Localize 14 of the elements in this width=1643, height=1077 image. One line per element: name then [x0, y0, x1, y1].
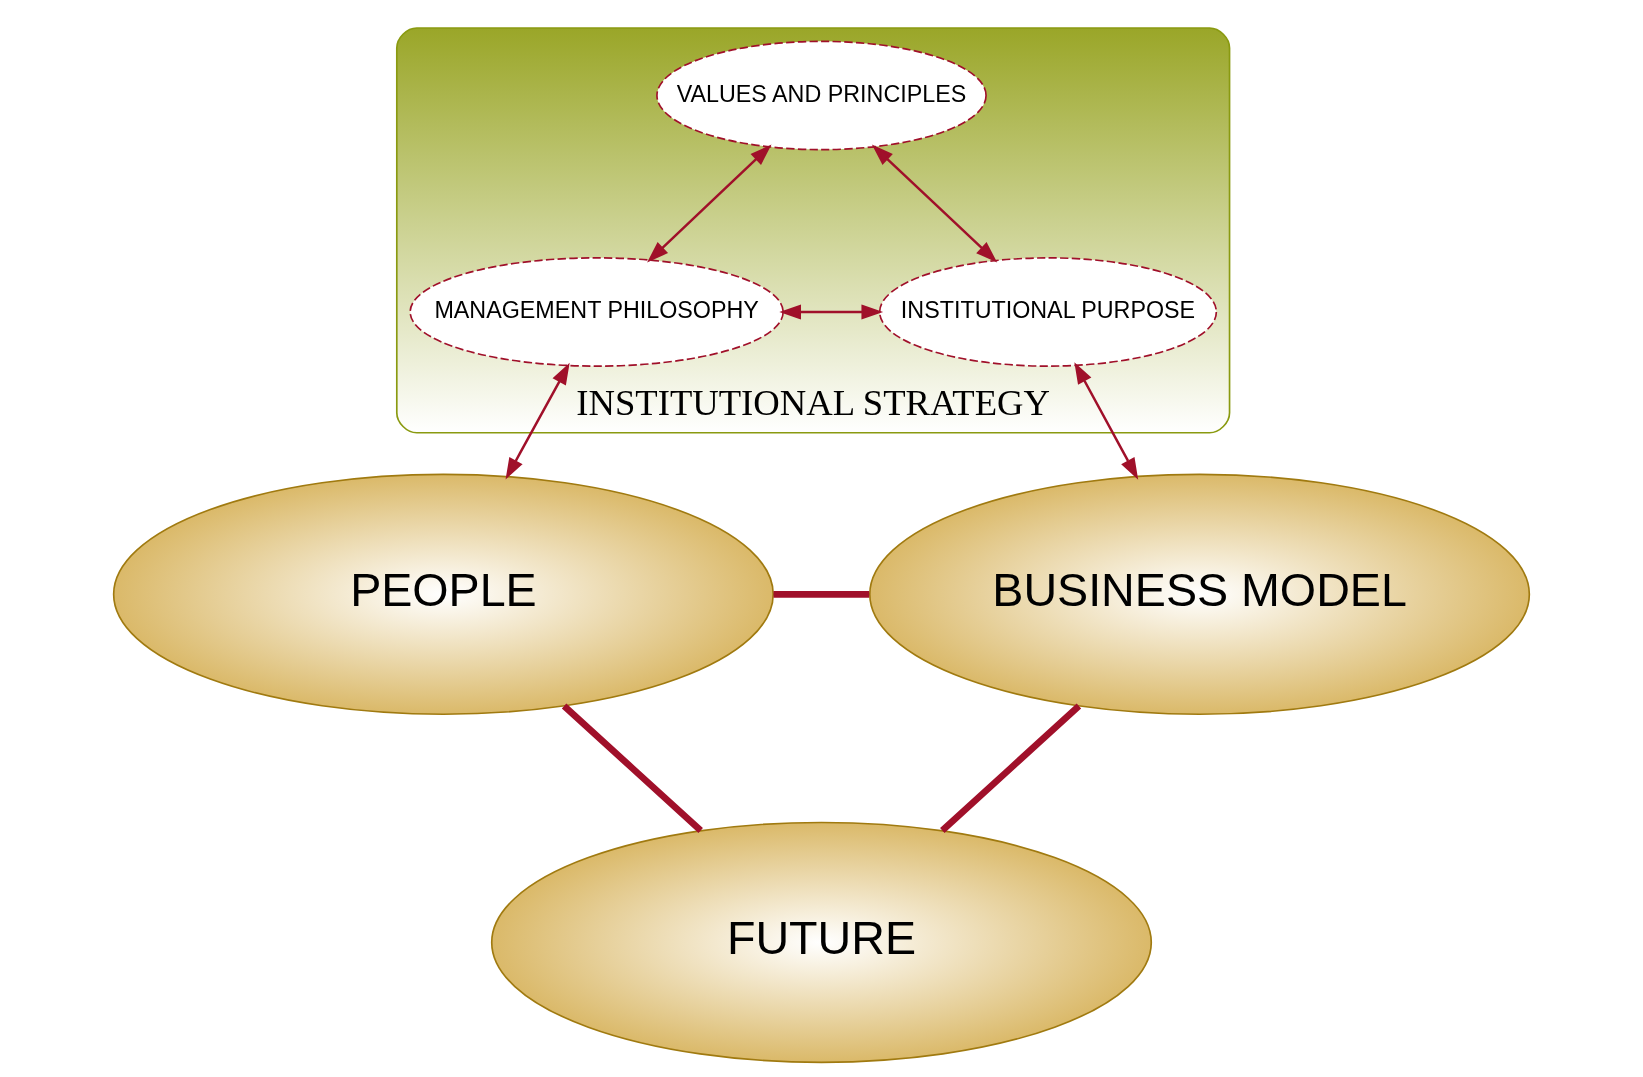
- node-ellipse: FUTURE: [490, 821, 1153, 1064]
- node-ellipse: MANAGEMENT PHILOSOPHY: [409, 257, 784, 367]
- arrow: [647, 144, 772, 263]
- node-ellipse: INSTITUTIONAL PURPOSE: [878, 257, 1218, 367]
- arrow: [1074, 362, 1139, 480]
- connector: [773, 590, 870, 598]
- connector: [561, 703, 703, 833]
- node-ellipse: PEOPLE: [112, 473, 775, 716]
- arrow: [779, 304, 884, 320]
- node-ellipse: BUSINESS MODEL: [868, 473, 1531, 716]
- arrow: [505, 362, 570, 480]
- node-ellipse: VALUES AND PRINCIPLES: [656, 40, 987, 151]
- arrow: [871, 144, 998, 263]
- connector: [940, 703, 1082, 833]
